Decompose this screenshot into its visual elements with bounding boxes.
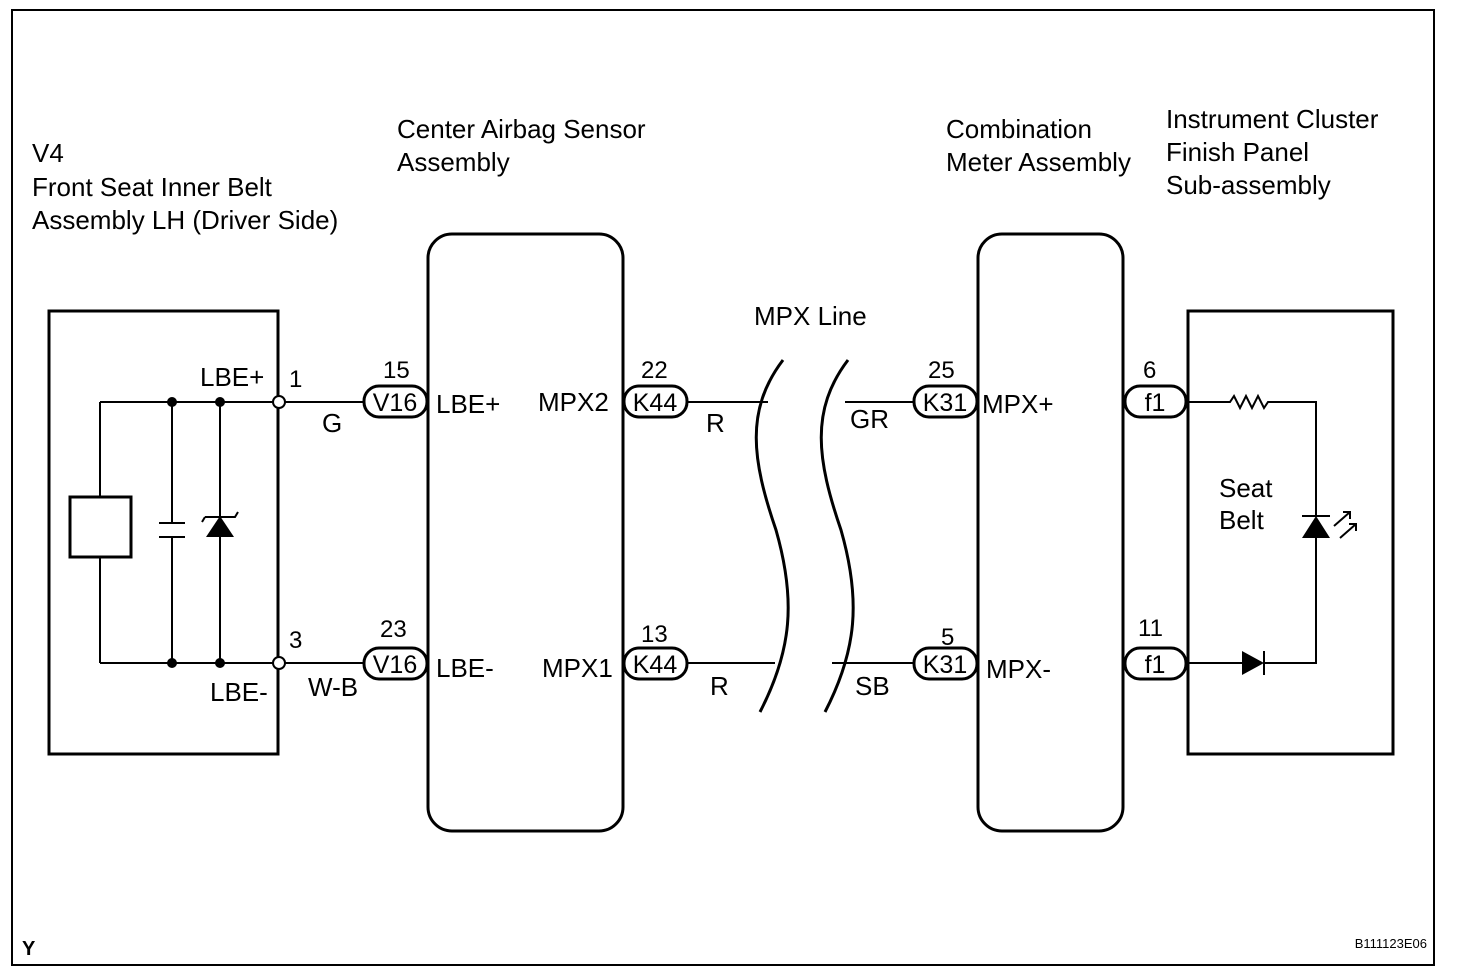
led-light-rays-icon (1333, 511, 1357, 539)
belt-term-top: LBE+ (200, 362, 264, 392)
meter-name-line2: Meter Assembly (946, 147, 1131, 177)
wire-color-sb: SB (855, 671, 890, 701)
connector-v16-top (362, 384, 429, 419)
airbag-name-line1: Center Airbag Sensor (397, 114, 646, 144)
meter-assembly-box (976, 232, 1125, 833)
belt-name-line1: Front Seat Inner Belt (32, 172, 273, 202)
meter-to-cluster-wires (1123, 401, 1125, 664)
connector-f1-bottom-label: f1 (1145, 651, 1166, 679)
cluster-box (1186, 309, 1395, 756)
mpx-break-left (754, 359, 790, 713)
belt-capacitor (159, 402, 185, 663)
belt-zener-diode-icon (206, 516, 234, 537)
wire-color-gr: GR (850, 404, 889, 434)
airbag-pin-out-top: 22 (641, 357, 668, 384)
seat-belt-led-icon (1302, 516, 1330, 538)
meter-pin-out-bottom: 11 (1138, 615, 1163, 642)
airbag-pin-in-top: 15 (383, 357, 410, 384)
belt-terminal-1 (272, 395, 286, 409)
airbag-term-in-bottom: LBE- (436, 653, 494, 683)
mpx-break-right (819, 359, 855, 713)
mpx-wires-right (832, 401, 914, 664)
mpx-wires-left (688, 401, 775, 664)
connector-k31-top (912, 384, 979, 419)
connector-v16-top-label: V16 (373, 389, 417, 417)
airbag-term-out-top: MPX2 (538, 387, 609, 417)
connector-v16-bottom-label: V16 (373, 651, 417, 679)
junction-dot (167, 658, 177, 668)
belt-zener-bar (201, 511, 239, 523)
belt-to-airbag-wires (285, 401, 365, 664)
connector-k44-top-label: K44 (633, 389, 678, 417)
diagram-frame (11, 9, 1435, 966)
connector-k31-bottom-label: K31 (923, 651, 967, 679)
cluster-name-line2: Finish Panel (1166, 137, 1309, 167)
connector-f1-top-label: f1 (1145, 389, 1166, 417)
wire-color-r-bottom: R (710, 671, 729, 701)
connector-k31-top-label: K31 (923, 389, 967, 417)
cluster-name-line3: Sub-assembly (1166, 170, 1331, 200)
airbag-pin-out-bottom: 13 (641, 621, 668, 648)
corner-letter: Y (22, 938, 36, 960)
meter-pin-top: 25 (928, 357, 955, 384)
belt-assembly-box (47, 309, 280, 756)
airbag-sensor-box (426, 232, 625, 833)
meter-pin-out-top: 6 (1143, 357, 1156, 384)
meter-pin-bottom: 5 (941, 624, 954, 651)
connector-k44-bottom-label: K44 (633, 651, 678, 679)
connector-k31-bottom (912, 646, 979, 681)
connector-k44-top (622, 384, 689, 419)
airbag-pin-in-bottom: 23 (380, 616, 407, 643)
belt-internal-wiring (99, 401, 279, 664)
junction-dot (215, 658, 225, 668)
meter-term-top: MPX+ (982, 389, 1054, 419)
seat-belt-lamp-label-line2: Belt (1219, 505, 1265, 535)
mpx-line-label: MPX Line (754, 301, 867, 331)
seat-belt-lamp-label-line1: Seat (1219, 473, 1273, 503)
cluster-name-line1: Instrument Cluster (1166, 104, 1379, 134)
belt-term-bottom: LBE- (210, 677, 268, 707)
connector-v16-bottom (362, 646, 429, 681)
cluster-internal-wiring (1188, 393, 1317, 664)
junction-dot (215, 397, 225, 407)
belt-pin-bottom: 3 (289, 627, 302, 654)
junction-dot (167, 397, 177, 407)
wire-color-wb: W-B (308, 672, 358, 702)
belt-terminal-3 (272, 656, 286, 670)
figure-id: B111123E06 (1355, 936, 1427, 951)
belt-name-line2: Assembly LH (Driver Side) (32, 205, 338, 235)
belt-code: V4 (32, 138, 64, 168)
wire-color-g: G (322, 408, 342, 438)
wire-color-r-top: R (706, 408, 725, 438)
belt-pin-top: 1 (289, 366, 302, 393)
meter-term-bottom: MPX- (986, 654, 1051, 684)
connector-k44-bottom (622, 646, 689, 681)
airbag-term-in-top: LBE+ (436, 389, 500, 419)
meter-name-line1: Combination (946, 114, 1092, 144)
belt-switch-block (68, 495, 133, 559)
airbag-name-line2: Assembly (397, 147, 510, 177)
airbag-term-out-bottom: MPX1 (542, 653, 613, 683)
cluster-diode-icon (1242, 651, 1264, 675)
